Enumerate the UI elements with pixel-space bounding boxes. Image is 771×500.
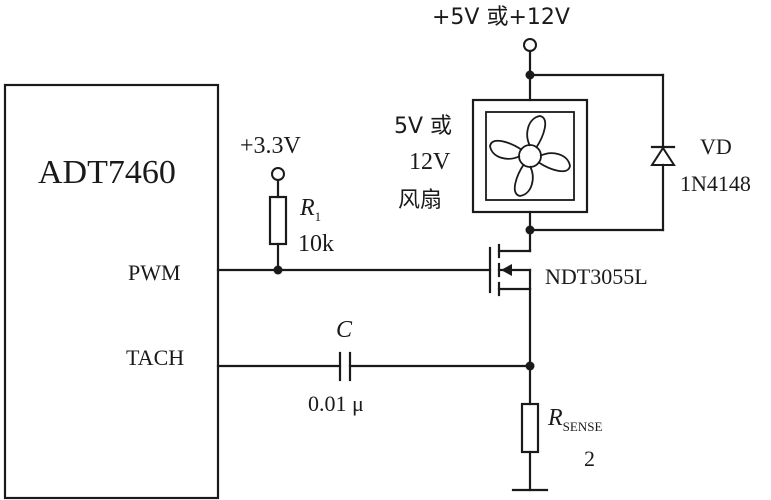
r1-resistor bbox=[268, 195, 288, 246]
fan-label-line3: 风扇 bbox=[398, 188, 442, 213]
r1-label: R1 bbox=[299, 195, 321, 224]
pin-pwm-label: PWM bbox=[128, 260, 181, 285]
fan-label-line2: 12V bbox=[409, 149, 451, 175]
supply-logic-terminal bbox=[271, 167, 285, 181]
ic-body bbox=[3, 83, 220, 500]
fan-label-line1: 5V 或 bbox=[394, 114, 452, 139]
cap-value: 0.01 μ bbox=[308, 391, 364, 416]
pin-tach-label: TACH bbox=[126, 345, 184, 370]
cap-label: C bbox=[336, 317, 353, 343]
supply-main-terminal bbox=[523, 38, 537, 52]
tach-junction bbox=[525, 361, 535, 371]
fan-inner-frame bbox=[485, 111, 575, 201]
mosfet-symbol bbox=[488, 243, 532, 297]
supply-logic-label: +3.3V bbox=[240, 133, 302, 159]
fan-box bbox=[471, 98, 589, 214]
rsense-value: 2 bbox=[584, 446, 595, 471]
supply-main-label: +5V 或+12V bbox=[432, 5, 570, 30]
diode-part: 1N4148 bbox=[680, 171, 751, 196]
ic-name: ADT7460 bbox=[38, 154, 176, 191]
r1-value: 10k bbox=[298, 231, 334, 257]
rsense-label: RSENSE bbox=[547, 405, 602, 434]
fan-icon bbox=[489, 115, 571, 197]
drain-junction bbox=[525, 225, 535, 235]
mosfet-part: NDT3055L bbox=[545, 264, 648, 289]
rsense-resistor bbox=[520, 402, 540, 454]
diode-label: VD bbox=[700, 134, 732, 159]
diode-symbol bbox=[650, 146, 676, 166]
